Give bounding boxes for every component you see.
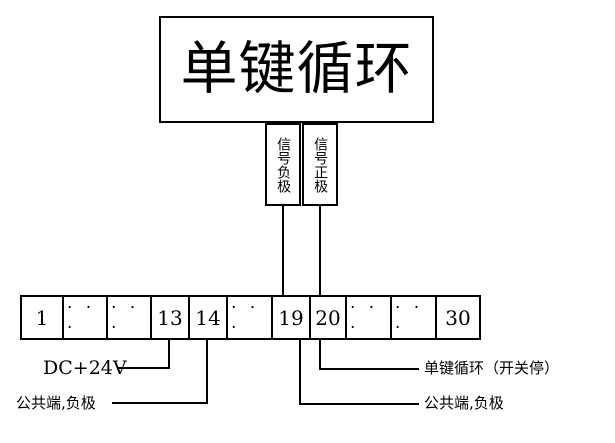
terminal-cell-label: · · · <box>231 297 260 338</box>
terminal-cell: 30 <box>437 297 479 338</box>
terminal-cell-label: 19 <box>278 305 304 330</box>
callout-label-common-right: 公共端,负极 <box>424 394 504 412</box>
terminal-cell: · · · <box>228 297 273 338</box>
terminal-cell-label: · · · <box>111 297 140 338</box>
terminal-cell: · · · <box>64 297 108 338</box>
signal-positive-box: 信号正极 <box>302 123 338 206</box>
terminal-cell-label: 14 <box>195 305 221 330</box>
terminal-cell: · · · <box>108 297 152 338</box>
callout-line-common-right <box>299 339 419 405</box>
callout-line-common-left <box>112 339 208 404</box>
callout-label-dc-24v: DC+24V <box>43 357 127 379</box>
signal-negative-box: 信号负极 <box>265 123 301 206</box>
callout-line-dc-24v <box>117 339 170 369</box>
terminal-cell-label: 30 <box>445 305 471 330</box>
callout-line-cycle-right <box>319 339 419 370</box>
terminal-cell: 14 <box>190 297 228 338</box>
title-box: 单键循环 <box>159 16 434 123</box>
terminal-cell-label: 1 <box>35 305 49 330</box>
terminal-strip: 1 · · · · · · 13 14 · · · 19 20 · · · · … <box>20 295 481 340</box>
terminal-cell: · · · <box>392 297 437 338</box>
terminal-cell: 1 <box>22 297 64 338</box>
callout-label-common-left: 公共端,负极 <box>16 394 96 412</box>
page-title: 单键循环 <box>180 36 413 102</box>
terminal-cell-label: 20 <box>315 305 341 330</box>
terminal-cell-label: · · · <box>67 297 96 338</box>
terminal-cell-label: 13 <box>157 305 183 330</box>
signal-positive-label: 信号正极 <box>312 136 329 193</box>
signal-negative-label: 信号负极 <box>275 136 292 193</box>
terminal-cell-label: · · · <box>350 297 379 338</box>
terminal-cell: 13 <box>152 297 190 338</box>
terminal-cell-label: · · · <box>395 297 424 338</box>
terminal-cell: · · · <box>347 297 392 338</box>
terminal-cell: 20 <box>311 297 347 338</box>
callout-label-cycle-right: 单键循环（开关停） <box>424 359 560 377</box>
terminal-cell: 19 <box>273 297 311 338</box>
